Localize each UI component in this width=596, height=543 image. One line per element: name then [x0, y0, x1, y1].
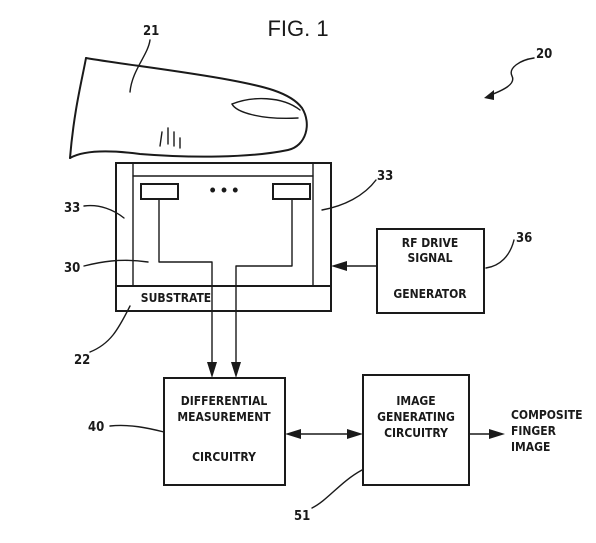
- leader-21: [129, 39, 151, 93]
- ref-rf-generator: 36: [516, 231, 532, 246]
- leader-30: [83, 259, 149, 267]
- img-label-line2: GENERATING: [377, 410, 455, 424]
- ref-finger: 21: [143, 24, 159, 39]
- img-label-line1: IMAGE: [396, 394, 435, 408]
- ref-side-right: 33: [377, 169, 393, 184]
- leader-33-left: [83, 204, 125, 219]
- image-generating-box: [362, 374, 470, 486]
- pixel-left: [140, 183, 179, 200]
- pixel-right: [272, 183, 311, 200]
- arrow-down-left: [207, 362, 217, 378]
- pixel-ellipsis: • • •: [210, 180, 239, 200]
- ref-side-left: 33: [64, 201, 80, 216]
- leader-20: [487, 57, 535, 97]
- rf-generator-box: [376, 228, 485, 314]
- composite-line3: IMAGE: [511, 440, 550, 454]
- rf-label-line2: SIGNAL: [408, 251, 453, 265]
- ref-image-gen: 51: [294, 509, 310, 524]
- leader-33-right: [321, 179, 377, 211]
- arrowhead-left: [285, 429, 301, 439]
- composite-line2: FINGER: [511, 424, 557, 438]
- arrowhead-right: [347, 429, 363, 439]
- substrate-label: SUBSTRATE: [141, 291, 211, 305]
- rf-label-line3: GENERATOR: [393, 287, 467, 301]
- differential-box: [163, 377, 286, 486]
- composite-line1: COMPOSITE: [511, 408, 582, 422]
- leader-36: [485, 239, 515, 269]
- img-label-line3: CIRCUITRY: [384, 426, 448, 440]
- rf-arrowhead: [331, 261, 347, 271]
- finger-drawing: [69, 57, 308, 159]
- sensor-assembly: • • • SUBSTRATE: [115, 162, 332, 363]
- ref-substrate: 22: [74, 353, 90, 368]
- ref-differential: 40: [88, 420, 104, 435]
- wire-left: [158, 198, 213, 363]
- ref-sensor-array: 30: [64, 261, 80, 276]
- diff-label-line3: CIRCUITRY: [192, 450, 256, 464]
- rf-label-line1: RF DRIVE: [402, 236, 458, 250]
- diff-label-line2: MEASUREMENT: [177, 410, 271, 424]
- leader-40: [109, 424, 165, 433]
- wire-right: [235, 198, 293, 363]
- diff-label-line1: DIFFERENTIAL: [181, 394, 268, 408]
- leader-22: [89, 305, 131, 353]
- ref-system: 20: [536, 47, 552, 62]
- arrow-down-right: [231, 362, 241, 378]
- figure-title: FIG. 1: [267, 16, 328, 41]
- output-arrowhead: [489, 429, 505, 439]
- leader-51: [311, 469, 363, 509]
- arrow-20: [484, 90, 494, 100]
